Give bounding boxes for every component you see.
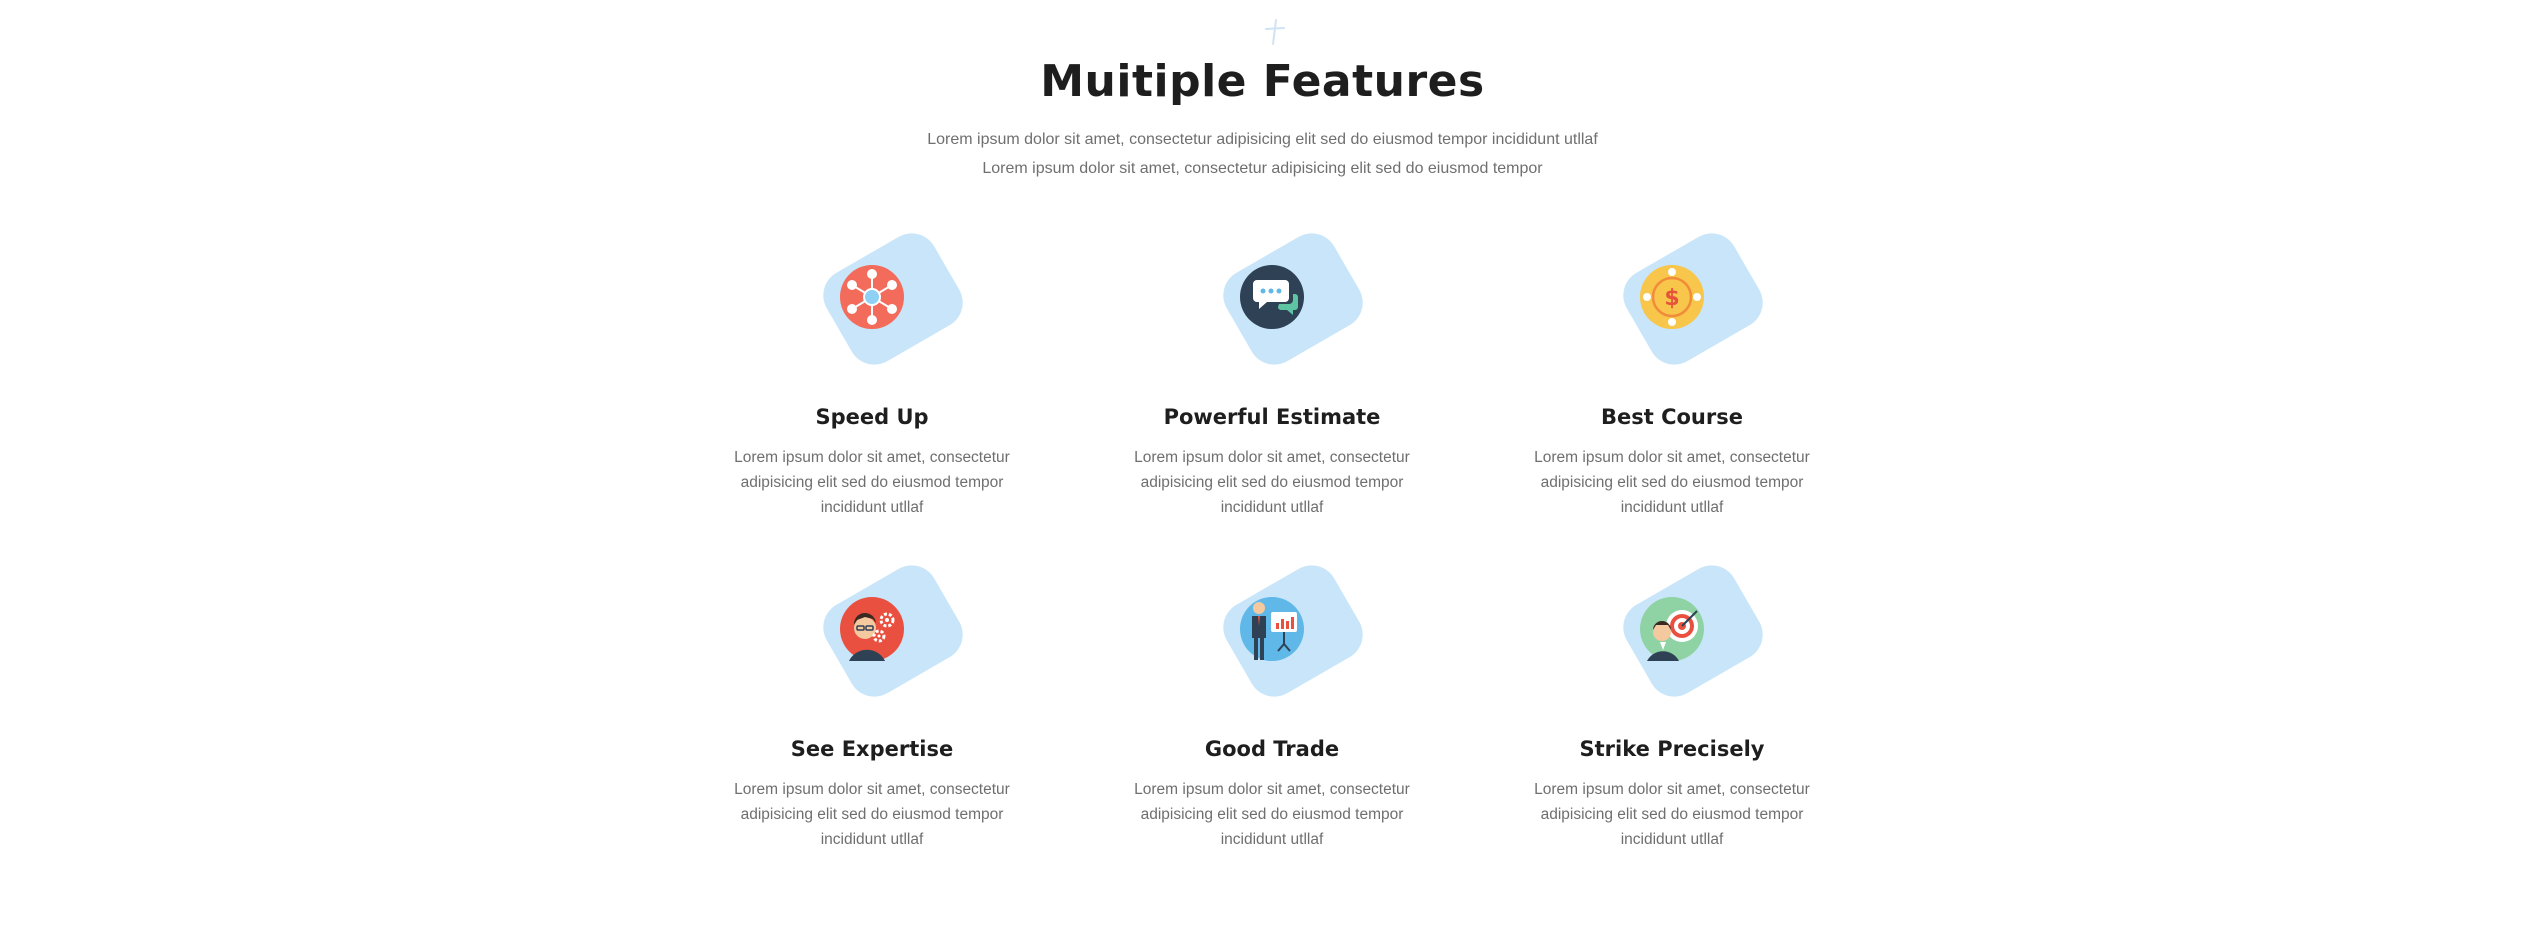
feature-icon-wrap: $: [1512, 223, 1832, 398]
presentation-chart-icon: [1240, 597, 1304, 661]
section-subtitle-line-1: Lorem ipsum dolor sit amet, consectetur …: [927, 131, 1598, 148]
svg-text:$: $: [1664, 286, 1679, 311]
network-nodes-icon: [840, 265, 904, 329]
feature-icon-wrap: [712, 555, 1032, 730]
section-title: Muitiple Features: [1040, 56, 1485, 107]
feature-icon-wrap: [1512, 555, 1832, 730]
feature-card-good-trade: Good Trade Lorem ipsum dolor sit amet, c…: [1112, 555, 1432, 848]
feature-description: Lorem ipsum dolor sit amet, consectetur …: [734, 781, 1010, 848]
feature-icon-wrap: [712, 223, 1032, 398]
feature-description: Lorem ipsum dolor sit amet, consectetur …: [734, 449, 1010, 516]
feature-icon-wrap: [1112, 223, 1432, 398]
expert-gears-icon: [840, 597, 904, 661]
feature-description: Lorem ipsum dolor sit amet, consectetur …: [1534, 449, 1810, 516]
feature-title: Powerful Estimate: [1163, 405, 1381, 429]
dollar-coin-icon: $: [1640, 265, 1704, 329]
feature-card-speed-up: Speed Up Lorem ipsum dolor sit amet, con…: [712, 223, 1032, 516]
feature-card-see-expertise: See Expertise Lorem ipsum dolor sit amet…: [712, 555, 1032, 848]
feature-description: Lorem ipsum dolor sit amet, consectetur …: [1134, 781, 1410, 848]
feature-title: Good Trade: [1204, 737, 1340, 761]
sparkle-decoration-icon: [1265, 19, 1285, 45]
feature-title: Best Course: [1601, 405, 1743, 429]
feature-card-powerful-estimate: Powerful Estimate Lorem ipsum dolor sit …: [1112, 223, 1432, 516]
feature-card-best-course: $ Best Course Lorem ipsum dolor sit amet…: [1512, 223, 1832, 516]
feature-description: Lorem ipsum dolor sit amet, consectetur …: [1534, 781, 1810, 848]
target-bullseye-icon: [1640, 597, 1704, 661]
feature-title: See Expertise: [790, 737, 954, 761]
chat-bubbles-icon: [1240, 265, 1304, 329]
feature-icon-wrap: [1112, 555, 1432, 730]
feature-description: Lorem ipsum dolor sit amet, consectetur …: [1134, 449, 1410, 516]
feature-card-strike-precisely: Strike Precisely Lorem ipsum dolor sit a…: [1512, 555, 1832, 848]
section-subtitle-line-2: Lorem ipsum dolor sit amet, consectetur …: [982, 160, 1543, 177]
feature-title: Strike Precisely: [1579, 737, 1765, 761]
feature-title: Speed Up: [815, 405, 929, 429]
